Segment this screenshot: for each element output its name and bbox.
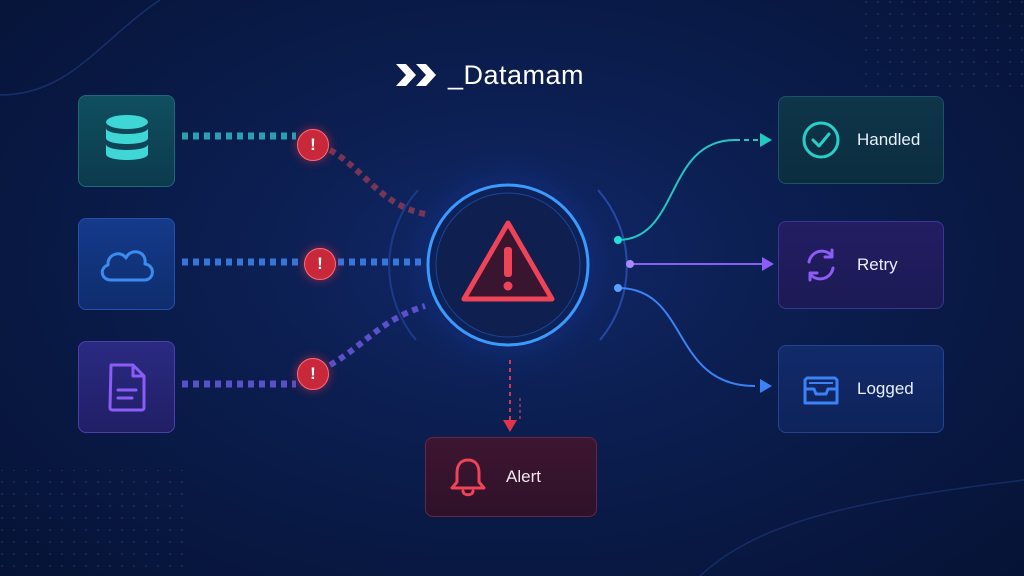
cloud-icon bbox=[100, 250, 154, 282]
arrow-retry bbox=[762, 257, 774, 271]
error-badge-cloud: ! bbox=[304, 248, 336, 280]
warning-triangle-icon bbox=[461, 220, 555, 302]
arrow-alert bbox=[503, 420, 517, 432]
exclamation-icon: ! bbox=[310, 364, 316, 383]
connector-document-to-hub bbox=[328, 303, 426, 368]
brand-name: _Datamam bbox=[448, 59, 585, 90]
bg-dot-field-top-right bbox=[860, 0, 1024, 90]
outcome-handled: Handled bbox=[778, 96, 944, 184]
connector-database-to-hub bbox=[328, 147, 426, 217]
source-database bbox=[78, 95, 175, 187]
refresh-icon bbox=[799, 243, 843, 287]
bg-curve-bottom-right bbox=[699, 479, 1024, 576]
database-icon bbox=[105, 115, 148, 160]
arrow-handled bbox=[760, 133, 772, 147]
bg-curve-top-left bbox=[0, 0, 161, 96]
outcome-label-logged: Logged bbox=[857, 379, 914, 398]
error-badge-document: ! bbox=[297, 358, 329, 390]
source-document bbox=[78, 341, 175, 433]
connector-logged bbox=[617, 287, 756, 387]
inbox-tray-icon bbox=[799, 367, 843, 411]
error-badge-database: ! bbox=[297, 129, 329, 161]
hub-ring bbox=[426, 183, 590, 347]
error-hub bbox=[424, 181, 592, 349]
hub-arc-left bbox=[388, 189, 419, 341]
exclamation-icon: ! bbox=[310, 135, 316, 154]
outcome-logged: Logged bbox=[778, 345, 944, 433]
outcome-label-handled: Handled bbox=[857, 130, 921, 149]
outcome-label-retry: Retry bbox=[857, 255, 898, 274]
bg-dot-field-bottom-left bbox=[0, 470, 190, 576]
exclamation-icon: ! bbox=[317, 254, 323, 273]
brand-logo: _Datamam bbox=[396, 58, 584, 92]
bell-icon bbox=[446, 455, 490, 499]
double-chevron-logo-icon bbox=[396, 64, 436, 86]
source-cloud bbox=[78, 218, 175, 310]
arrow-logged bbox=[760, 379, 772, 393]
check-circle-icon bbox=[799, 118, 843, 162]
alert-panel: Alert bbox=[425, 437, 597, 517]
document-icon bbox=[108, 363, 145, 412]
connector-handled bbox=[617, 139, 736, 241]
outcome-retry: Retry bbox=[778, 221, 944, 309]
alert-label: Alert bbox=[506, 467, 541, 486]
